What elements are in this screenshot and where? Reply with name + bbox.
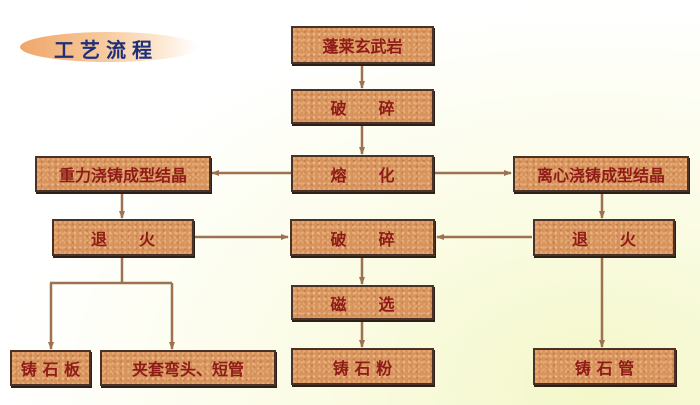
node-gravity-cast[interactable]: 重力浇铸成型结晶 (35, 156, 211, 192)
title-banner (20, 32, 198, 62)
node-centrifugal-cast[interactable]: 离心浇铸成型结晶 (513, 156, 689, 192)
node-cast-stone-plate[interactable]: 铸 石 板 (10, 350, 91, 386)
node-crush-1[interactable]: 破 碎 (291, 89, 434, 124)
node-basalt[interactable]: 蓬莱玄武岩 (291, 26, 434, 64)
node-anneal-left[interactable]: 退 火 (52, 219, 194, 256)
node-cast-stone-pipe[interactable]: 铸 石 管 (533, 348, 676, 385)
node-cast-stone-powder[interactable]: 铸 石 粉 (291, 348, 434, 385)
node-melt[interactable]: 熔 化 (291, 155, 434, 192)
node-anneal-right[interactable]: 退 火 (533, 219, 675, 256)
node-crush-2[interactable]: 破 碎 (290, 219, 435, 256)
node-magnetic-separation[interactable]: 磁 选 (291, 285, 434, 320)
title-text: 工艺流程 (54, 38, 158, 62)
diagram-title: 工艺流程 (20, 30, 200, 64)
node-elbow-short-pipe[interactable]: 夹套弯头、短管 (100, 350, 276, 386)
